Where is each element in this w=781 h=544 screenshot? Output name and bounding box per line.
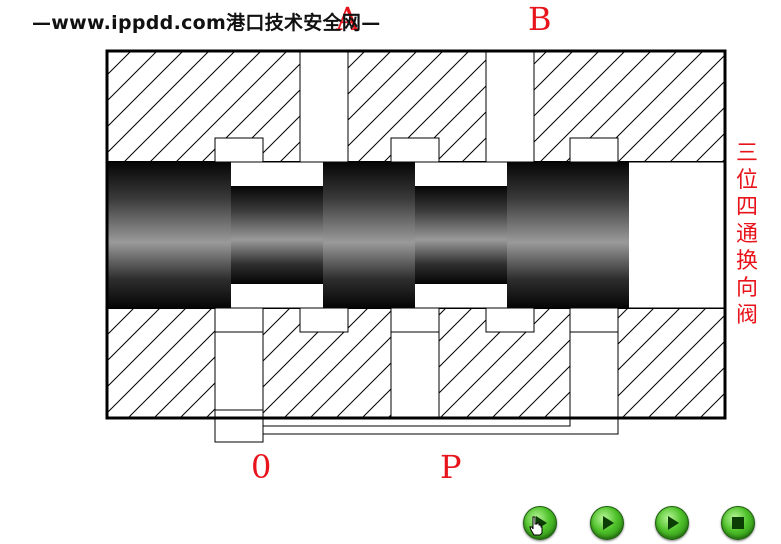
top-recess-3 [569, 137, 619, 163]
valve-title: 三 位 四 通 换 向 阀 [733, 140, 761, 329]
bottom-recess-1 [214, 307, 264, 333]
hand-cursor-icon [529, 516, 543, 536]
port-label-p: P [440, 448, 462, 486]
top-recess-1 [214, 137, 264, 163]
play-icon [536, 516, 547, 530]
title-char: 通 [735, 222, 758, 247]
port-label-o: 0 [251, 448, 271, 486]
spool-land-2 [323, 162, 415, 308]
title-char: 四 [735, 195, 758, 220]
spool [107, 162, 629, 308]
spool-land-3 [507, 162, 629, 308]
bottom-recess-2 [299, 307, 349, 333]
port-b-passage [485, 51, 535, 163]
spool-land-1 [107, 162, 231, 308]
stop-icon [732, 517, 744, 529]
spool-stem-2 [415, 186, 507, 284]
title-char: 位 [735, 168, 758, 193]
title-char: 阀 [735, 303, 758, 328]
bottom-recess-4 [485, 307, 535, 333]
title-char: 向 [735, 276, 758, 301]
play-button-2[interactable] [590, 506, 624, 540]
passage-t2 [569, 331, 619, 419]
port-label-a: A [335, 0, 360, 38]
stop-button[interactable] [721, 506, 755, 540]
spool-stem-1 [231, 186, 323, 284]
port-a-passage [299, 51, 349, 163]
site-watermark: —www.ippdd.com港口技术安全网— [32, 12, 381, 34]
title-char: 三 [735, 141, 758, 166]
passage-p [390, 331, 440, 419]
play-icon [668, 516, 679, 530]
title-char: 换 [735, 249, 758, 274]
port-label-b: B [528, 0, 552, 38]
bottom-recess-3 [390, 307, 440, 333]
play-icon [603, 516, 614, 530]
passage-o [214, 331, 264, 419]
body-outline [105, 49, 727, 420]
bottom-recess-5 [569, 307, 619, 333]
play-button-3[interactable] [655, 506, 689, 540]
top-recess-2 [390, 137, 440, 163]
